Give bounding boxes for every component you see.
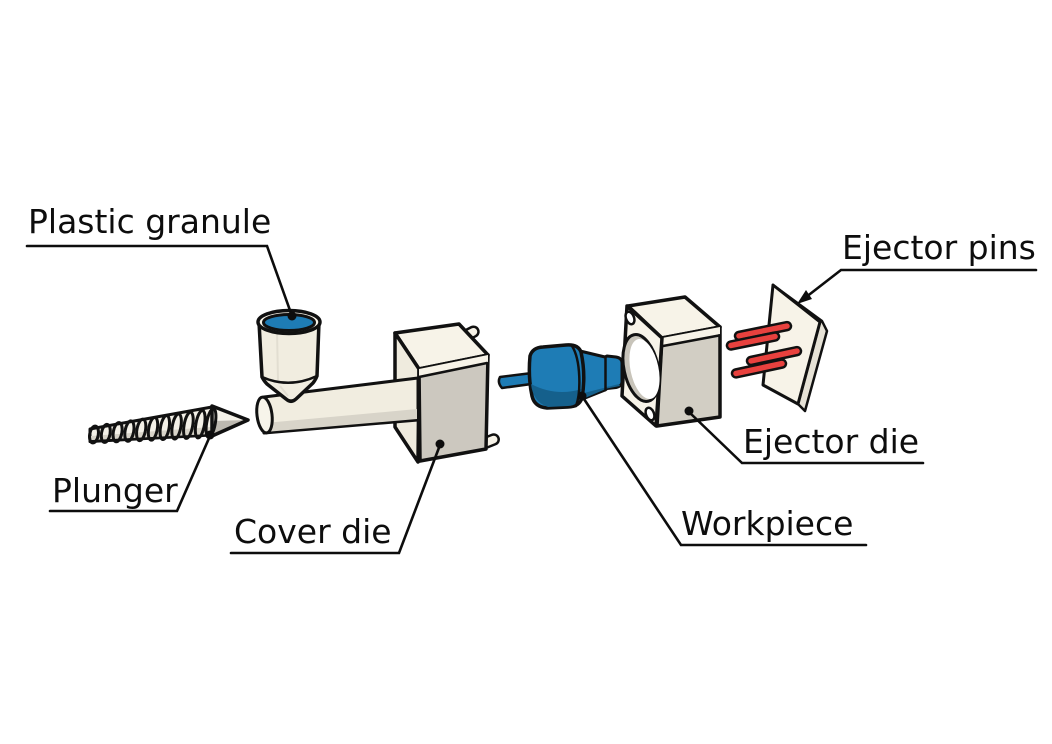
plunger-coil [88,407,218,445]
workpiece-seam-line [570,344,581,408]
barrel-shadow [265,409,417,432]
label-cover-die: Cover die [234,512,392,551]
barrel-end-cap [255,395,274,435]
leader-plunger [48,434,212,513]
leader-dot-workpiece [577,391,587,401]
hopper-shape [256,308,322,403]
ejector-die-alignment-hole-top [624,310,636,326]
label-plastic-granule: Plastic granule [28,202,271,241]
ejector-pins-shape [725,283,829,413]
leader-lines [25,244,1038,555]
leader-plastic-granule [25,244,294,318]
barrel-shape [255,376,420,435]
workpiece-taper-shadow [584,384,620,398]
leader-dot-ejector-die [684,406,694,416]
leader-dot-plunger [205,430,215,440]
ejector-die-alignment-hole-bottom [644,406,656,422]
label-workpiece: Workpiece [681,504,853,543]
plunger-tip-cone-outline [210,404,250,438]
leader-workpiece [580,394,868,547]
leader-cover-die [229,443,442,555]
workpiece-body-shadow [531,384,582,407]
leader-ejector-die [687,410,925,465]
cover-die-front-highlight [419,355,488,376]
plunger-shape [88,404,250,445]
ejector-die-shape [620,295,722,428]
ejector-plate-face [761,283,822,406]
ejector-pin-4 [730,358,788,379]
hopper-funnel-joint-line [260,374,319,384]
ejector-die-cavity-hole [629,339,660,399]
leader-dot-cover-die [435,439,445,449]
cover-die-shape [393,322,500,464]
ejector-pins [725,320,803,379]
ejector-pin-2 [725,331,781,351]
workpiece-shape [497,343,624,410]
cover-die-front-highlight-line [417,361,489,379]
leader-dot-plastic-granule [287,311,297,321]
leader-arrow-ejector-pins [797,290,812,304]
hopper-facet-line [276,330,279,381]
ejector-die-right-highlight [662,327,720,345]
leader-ejector-pins [799,268,1038,303]
hopper-funnel-facet-line [279,385,289,397]
label-plunger: Plunger [52,471,178,510]
label-ejector-die: Ejector die [743,422,919,461]
label-ejector-pins: Ejector pins [842,228,1036,267]
cover-die-front-face [417,353,490,463]
ejector-die-right-highlight-line [661,334,721,348]
